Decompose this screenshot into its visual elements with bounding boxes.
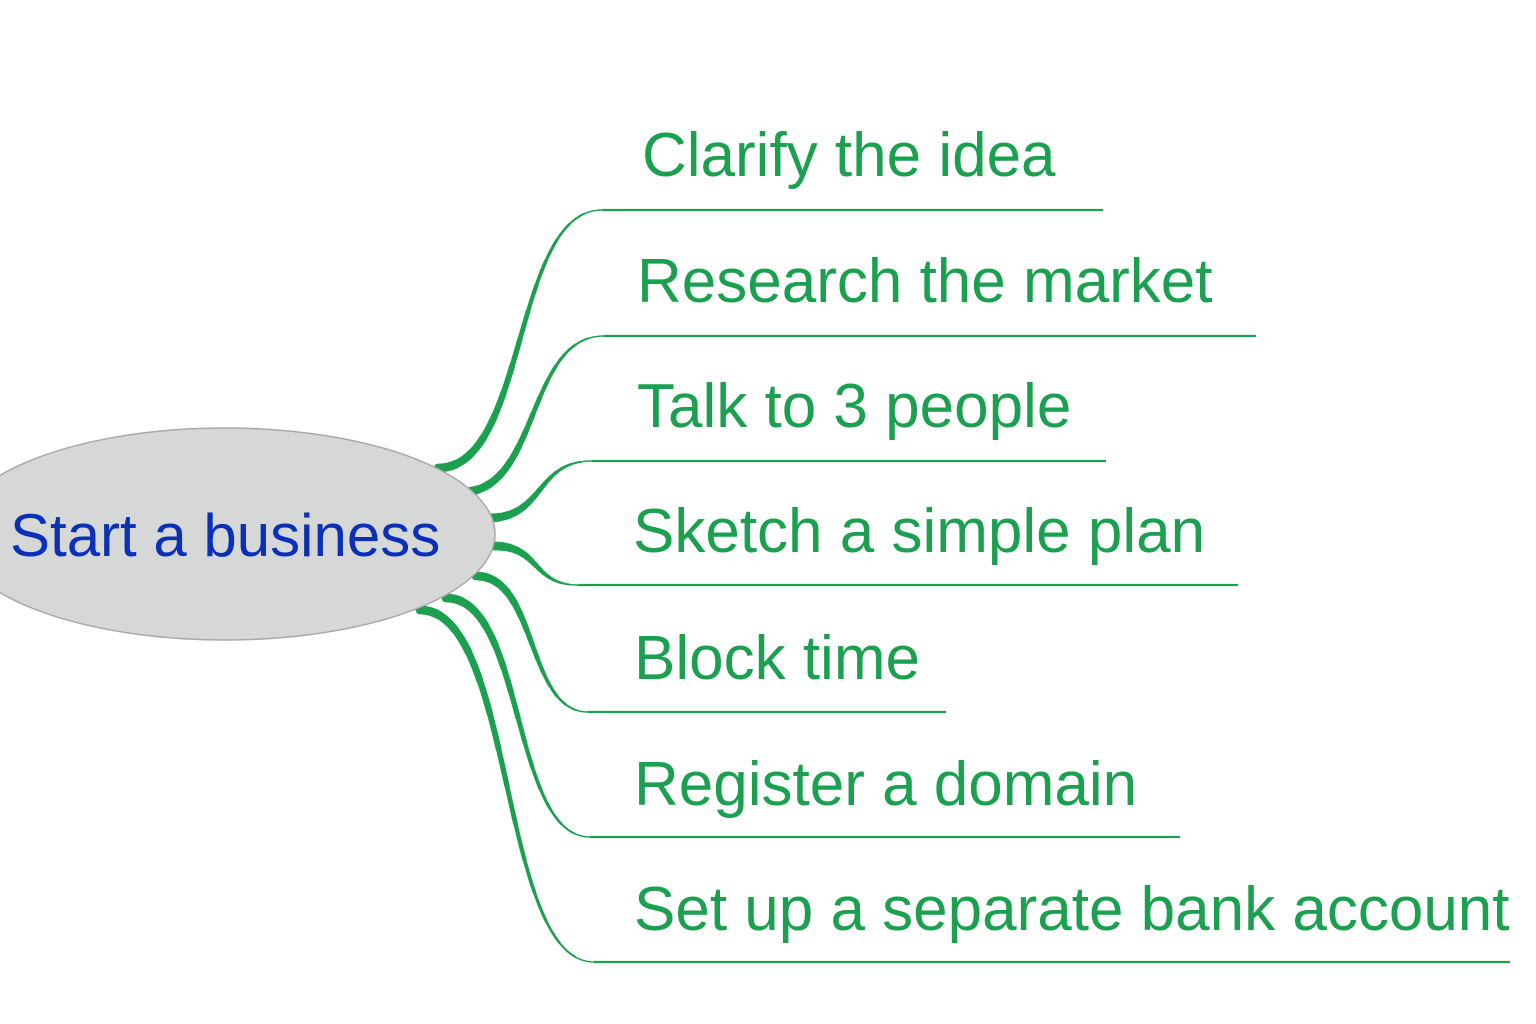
branch-label: Set up a separate bank account [634,875,1510,944]
branch-connector [504,783,518,826]
branch-connector [500,363,515,396]
branch-connector [464,648,484,684]
branch-node[interactable]: Register a domain [590,750,1180,839]
branch-connector [541,670,552,687]
branch-connector [548,683,559,698]
branch-connector [574,956,595,963]
branch-connector [523,411,536,434]
branch-connector [563,343,577,356]
root-ellipse [0,427,496,641]
branch-connector [517,309,531,342]
branch-connector [560,822,576,835]
branch-connector [560,581,570,586]
branch-connector [568,212,586,226]
branch-connector [579,460,593,463]
branch-node[interactable]: Set up a separate bank account [594,875,1510,964]
branch-connector [561,462,573,470]
branch-connector [529,641,540,661]
branch-connector [575,709,589,713]
branch-connector [508,689,521,721]
branch-connector [495,745,510,789]
branch-connector [537,379,550,400]
branch-connector [476,676,493,716]
branch-connector [568,583,579,586]
branch-connector [492,642,507,671]
branch-connector [558,941,577,958]
branch-connector [515,427,530,450]
branch-node[interactable]: Research the market [604,247,1256,338]
branch-list: Clarify the idea Research the market Tal… [578,121,1510,964]
branch-connector [587,335,605,340]
branch-label: Register a domain [634,750,1137,819]
branch-connector [513,821,527,862]
branch-connector [573,832,591,838]
branch-connector [490,389,507,421]
root-label: Start a business [10,502,440,569]
branch-connector [509,336,523,370]
branch-connector [522,740,535,770]
branch-connector [570,460,582,466]
branch-label: Talk to 3 people [637,372,1071,441]
branch-connector [434,611,459,634]
branch-connector [535,656,546,675]
branch-connector [553,352,567,369]
branch-label: Clarify the idea [642,121,1056,190]
branch-connector [548,807,563,826]
branch-connector [545,365,558,384]
branch-node[interactable]: Sketch a simple plan [578,497,1238,587]
branch-connector [515,715,528,746]
branch-connector [555,222,571,242]
branch-connector [525,283,539,314]
branch-connector [450,625,472,656]
branch-label: Sketch a simple plan [633,497,1205,566]
branch-connector [544,919,561,944]
branch-connector [532,890,548,923]
branch-connector [544,238,559,263]
branch-connector [554,466,565,474]
branch-connector [500,664,514,696]
branch-connector [479,413,498,442]
branch-label: Research the market [637,247,1212,316]
branch-connector [523,626,535,647]
branch-node[interactable]: Clarify the idea [602,121,1103,212]
branch-label: Block time [634,624,920,693]
branch-connector [486,709,502,752]
branch-connector [530,394,543,417]
branch-connector [522,857,537,895]
branch-connector [466,433,488,458]
branch-connector [553,579,563,585]
branch-connector [574,337,590,346]
branch-connector [564,703,577,712]
branch-connector [482,622,499,649]
branch-connector [530,765,543,792]
branch-connector [555,694,567,706]
branch-node[interactable]: Talk to 3 people [592,372,1106,463]
connectors [415,209,605,963]
branch-connector [539,788,552,811]
root-node[interactable]: Start a business [0,427,496,641]
branch-connector [583,209,603,215]
branch-node[interactable]: Block time [588,624,946,714]
branch-connector [534,259,548,288]
